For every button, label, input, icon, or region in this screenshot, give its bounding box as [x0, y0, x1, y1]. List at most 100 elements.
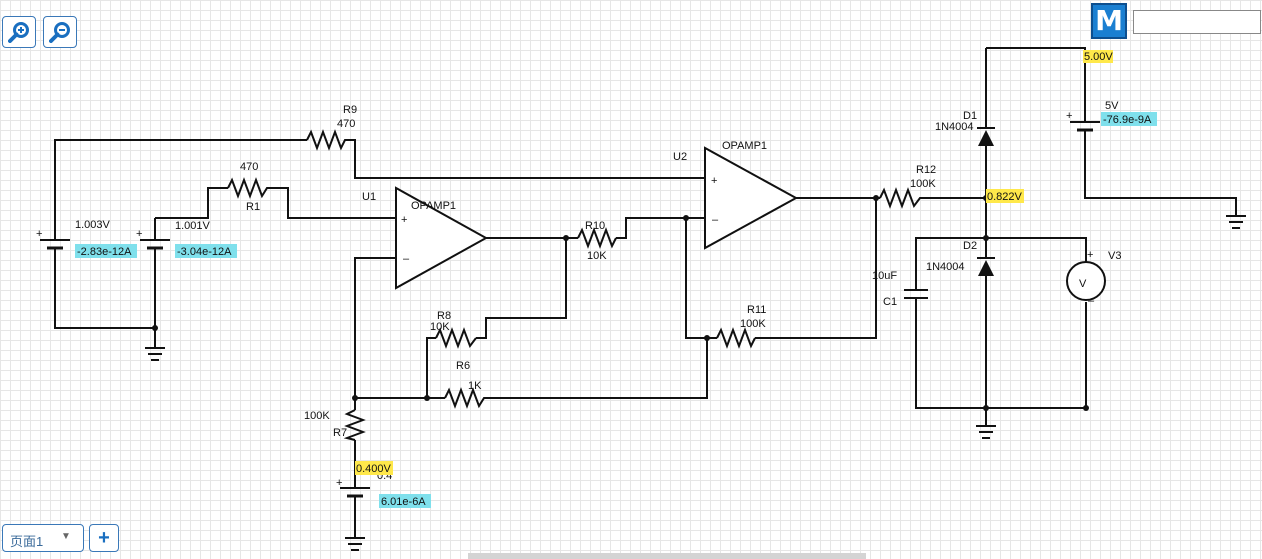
- resistor-r1[interactable]: 470 R1: [227, 161, 271, 213]
- r10-value: 10K: [587, 250, 607, 262]
- probe-text: -3.04e-12A: [177, 246, 232, 258]
- wire: [986, 47, 1086, 100]
- r6-name: R6: [456, 360, 470, 372]
- wire: [476, 238, 567, 339]
- probe-text: 6.01e-6A: [381, 496, 426, 508]
- r9-value: 470: [337, 118, 355, 130]
- src5v-plus: +: [1066, 110, 1072, 122]
- u1-minus: –: [403, 253, 410, 265]
- junction-dot: [424, 395, 430, 401]
- junction-dot: [563, 235, 569, 241]
- diode-d2[interactable]: D2 1N4004: [926, 240, 995, 276]
- probe-text: 5.00V: [1084, 51, 1113, 63]
- probe-text: -76.9e-9A: [1103, 114, 1152, 126]
- wires: [54, 47, 1237, 538]
- resistor-r10[interactable]: R10 10K: [577, 220, 617, 262]
- opamp-u2[interactable]: + – U2 OPAMP1: [673, 140, 799, 250]
- u2-type: OPAMP1: [722, 140, 767, 152]
- probe-current-5v: -76.9e-9A: [1101, 112, 1157, 126]
- voltmeter-v3[interactable]: V V3 + –: [1066, 249, 1121, 307]
- junction-dot: [983, 235, 989, 241]
- probe-current-src2: -3.04e-12A: [175, 244, 237, 258]
- ground-icon: [1226, 215, 1246, 229]
- resistor-r7[interactable]: 100K R7: [304, 409, 366, 441]
- junction-dot: [704, 335, 710, 341]
- add-page-button[interactable]: +: [89, 524, 119, 552]
- opamp-u1[interactable]: + – U1 OPAMP1: [362, 186, 489, 290]
- diode-d1[interactable]: D1 1N4004: [935, 110, 995, 146]
- resistor-r8[interactable]: R8 10K: [430, 310, 477, 349]
- wire: [1084, 130, 1237, 216]
- c1-name: C1: [883, 296, 897, 308]
- c1-value: 10uF: [872, 270, 897, 282]
- zoom-in-icon: [8, 22, 29, 43]
- d1-name: D1: [963, 110, 977, 122]
- r11-name: R11: [747, 304, 766, 316]
- probe-text: 0.400V: [356, 463, 392, 475]
- r9-name: R9: [343, 104, 357, 116]
- wire: [986, 237, 1087, 262]
- junction-dot: [352, 395, 358, 401]
- r12-name: R12: [916, 164, 936, 176]
- u2-name: U2: [673, 151, 687, 163]
- wire: [349, 139, 705, 179]
- dc-source-2[interactable]: + 1.001V: [136, 218, 211, 250]
- src3-plus: +: [336, 477, 342, 489]
- wire: [155, 187, 228, 219]
- v3-plus: +: [1087, 249, 1093, 261]
- tab-page-1[interactable]: 页面1 ▼: [2, 524, 84, 552]
- zoom-out-button[interactable]: [43, 16, 77, 48]
- page-tab-bar: 页面1 ▼ +: [0, 520, 1262, 559]
- r7-name: R7: [333, 427, 347, 439]
- src2-plus: +: [136, 228, 142, 240]
- r10-name: R10: [585, 220, 605, 232]
- wire: [54, 139, 307, 218]
- probe-text: 0.822V: [987, 191, 1023, 203]
- wire: [487, 338, 708, 399]
- probe-voltage-out: 0.822V: [986, 189, 1024, 203]
- u1-name: U1: [362, 191, 376, 203]
- src2-value: 1.001V: [175, 220, 211, 232]
- v3-name: V3: [1108, 250, 1121, 262]
- wire: [755, 198, 877, 339]
- junction-dot: [683, 215, 689, 221]
- wire: [915, 237, 986, 290]
- wire: [354, 257, 396, 410]
- probe-current-src3: 6.01e-6A: [379, 494, 431, 508]
- chevron-down-icon: ▼: [61, 531, 71, 542]
- u2-plus: +: [711, 175, 717, 187]
- top-input[interactable]: [1133, 10, 1261, 34]
- wire: [271, 187, 396, 219]
- ground-icon: [345, 537, 365, 551]
- tab-label: 页面1: [10, 534, 44, 549]
- dc-source-1[interactable]: + 1.003V: [36, 218, 111, 250]
- capacitor-c1[interactable]: 10uF C1: [872, 270, 928, 308]
- resistor-r6[interactable]: R6 1K: [444, 360, 487, 409]
- r8-value: 10K: [430, 321, 450, 333]
- src1-value: 1.003V: [75, 219, 111, 231]
- resistor-r9[interactable]: R9 470: [306, 104, 357, 151]
- ground-icon: [976, 425, 996, 439]
- wire: [426, 337, 436, 398]
- zoom-in-button[interactable]: [2, 16, 36, 48]
- r1-value: 470: [240, 161, 258, 173]
- probe-voltage-top: 5.00V: [1083, 50, 1113, 63]
- wire: [54, 248, 155, 329]
- zoom-out-icon: [49, 22, 70, 43]
- r12-value: 100K: [910, 178, 936, 190]
- r1-name: R1: [246, 201, 260, 213]
- resistor-r11[interactable]: R11 100K: [716, 304, 766, 349]
- wire: [616, 217, 705, 239]
- u2-minus: –: [712, 214, 719, 226]
- probe-text: -2.83e-12A: [77, 246, 132, 258]
- resistor-r12[interactable]: R12 100K: [879, 164, 936, 209]
- v3-minus: –: [1088, 295, 1095, 307]
- junctions: [152, 195, 1089, 411]
- r6-value: 1K: [468, 380, 482, 392]
- wire: [915, 298, 1087, 409]
- dc-source-5v[interactable]: + 5V: [1066, 100, 1119, 132]
- app-logo[interactable]: M: [1091, 3, 1127, 39]
- junction-dot: [1083, 405, 1089, 411]
- horizontal-scrollbar[interactable]: [468, 553, 866, 559]
- d2-name: D2: [963, 240, 977, 252]
